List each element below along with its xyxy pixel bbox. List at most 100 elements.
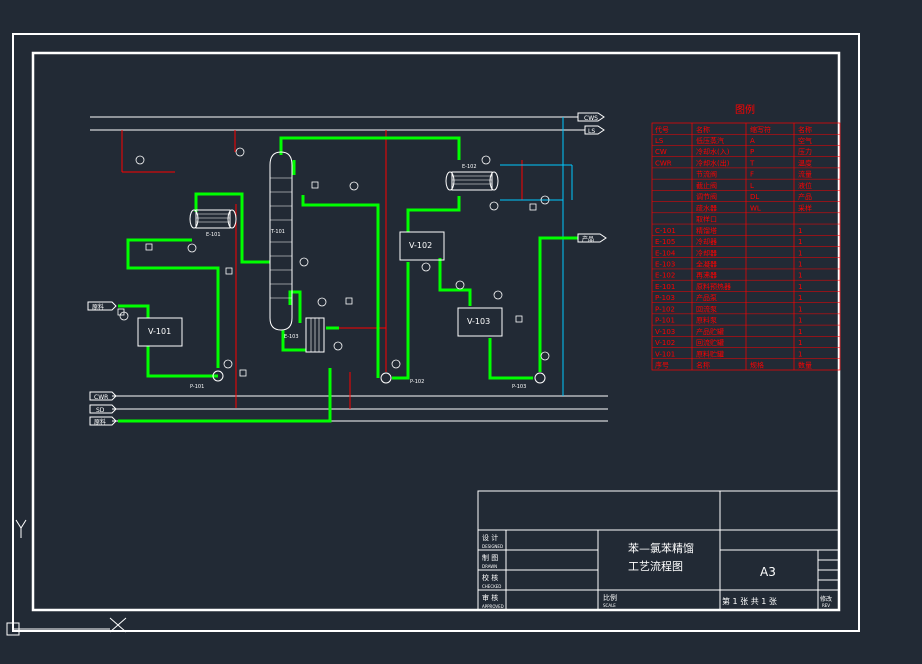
svg-text:CWS: CWS xyxy=(584,115,598,122)
legend-cell: 代号 xyxy=(655,125,669,134)
legend-cell: DL xyxy=(750,193,759,201)
svg-text:校 核: 校 核 xyxy=(482,573,498,582)
legend-cell: 1 xyxy=(798,294,802,302)
legend-cell: 全凝器 xyxy=(696,259,717,268)
legend-cell: 1 xyxy=(798,272,802,280)
svg-text:产品: 产品 xyxy=(582,235,594,243)
sheet-number: 第 1 张 共 1 张 xyxy=(722,596,777,606)
drawing-title-line2: 工艺流程图 xyxy=(628,559,683,573)
svg-text:SD: SD xyxy=(96,407,105,414)
svg-text:比例: 比例 xyxy=(603,593,617,602)
legend-cell: 空气 xyxy=(798,136,812,145)
legend-cell: 冷却水(入) xyxy=(696,147,730,156)
legend-cell: E-101 xyxy=(655,283,675,291)
utility-tag-sd: SD xyxy=(89,404,117,414)
legend-cell: 1 xyxy=(798,328,802,336)
utility-bottom-lines xyxy=(112,395,608,422)
product-tag: 产品 xyxy=(577,233,607,243)
svg-text:原料: 原料 xyxy=(94,418,106,426)
legend-cell: 再沸器 xyxy=(696,271,717,280)
svg-text:V-101: V-101 xyxy=(148,327,171,336)
legend-cell: 产品泵 xyxy=(696,293,717,302)
legend-cell: 冷却水(出) xyxy=(696,158,730,167)
outer-frame xyxy=(12,33,860,632)
legend-cell: 1 xyxy=(798,339,802,347)
column-tag: T-101 xyxy=(270,229,285,235)
legend-cell: 名称 xyxy=(696,125,710,134)
legend-cell: A xyxy=(750,137,755,145)
sheet-size: A3 xyxy=(760,565,776,579)
inner-frame xyxy=(31,51,841,612)
utility-tag-cwr: CWR xyxy=(89,391,117,401)
legend-cell: P xyxy=(750,148,754,156)
title-block xyxy=(477,490,840,611)
ucs-icon xyxy=(6,519,127,636)
feed-tag: 原料 xyxy=(87,301,117,311)
legend-cell: 低压蒸汽 xyxy=(696,136,724,145)
legend-cell: 回流贮罐 xyxy=(696,338,724,347)
legend-cell: 数量 xyxy=(798,361,812,370)
svg-text:SCALE: SCALE xyxy=(603,603,616,608)
legend-cell: 疏水器 xyxy=(696,203,717,212)
vessel-v101: V-101 xyxy=(137,317,183,347)
legend-cell: LS xyxy=(655,137,664,145)
reboiler-e103: E-103 xyxy=(284,317,325,353)
legend-cell: 1 xyxy=(798,283,802,291)
legend-cell: 1 xyxy=(798,317,802,325)
legend-cell: 调节阀 xyxy=(696,192,717,201)
svg-text:原料: 原料 xyxy=(92,303,104,311)
legend-cell: 序号 xyxy=(655,361,669,370)
legend-cell: V-102 xyxy=(655,339,675,347)
legend-cell: 回流泵 xyxy=(696,304,717,313)
svg-text:制 图: 制 图 xyxy=(482,553,498,562)
legend-cell: E-102 xyxy=(655,272,675,280)
legend-cell: E-104 xyxy=(655,249,676,257)
legend-title: 图例 xyxy=(735,103,755,116)
legend-cell: L xyxy=(750,182,754,190)
condenser-e102: E-102 xyxy=(445,164,499,191)
process-lines xyxy=(118,136,578,423)
svg-text:CHECKED: CHECKED xyxy=(482,584,501,589)
legend-cell: 名称 xyxy=(798,125,812,134)
svg-text:审 核: 审 核 xyxy=(482,593,498,602)
drawing-title-line1: 苯—氯苯精馏 xyxy=(628,541,694,555)
legend-cell: 截止阀 xyxy=(696,181,717,190)
legend-cell: 产品贮罐 xyxy=(696,327,724,336)
svg-text:修改: 修改 xyxy=(820,595,832,603)
pump-p103: P-103 xyxy=(512,372,546,390)
legend-cell: 产品 xyxy=(798,192,812,201)
legend-cell: 取样口 xyxy=(696,215,717,224)
legend-cell: 名称 xyxy=(696,361,710,370)
legend-cell: CW xyxy=(655,148,667,156)
legend-cell: 冷却器 xyxy=(696,248,717,257)
svg-text:REV: REV xyxy=(822,603,830,608)
legend-cell: 1 xyxy=(798,305,802,313)
instrument-bubbles xyxy=(117,147,550,377)
legend-cell: 1 xyxy=(798,350,802,358)
legend-cell: 原料泵 xyxy=(696,316,717,325)
legend-cell: 1 xyxy=(798,238,802,246)
legend-cell: 节流阀 xyxy=(696,170,717,179)
utility-header-lines xyxy=(90,116,585,131)
legend-cell: V-103 xyxy=(655,328,675,336)
legend-cell: P-101 xyxy=(655,317,675,325)
distillation-column: T-101 xyxy=(269,151,293,331)
legend-cell: 原料预热器 xyxy=(696,282,731,291)
utility-tag-cws: CWS xyxy=(577,112,605,122)
svg-text:V-102: V-102 xyxy=(409,241,432,250)
cooling-water-lines xyxy=(500,117,573,396)
legend-cell: 液位 xyxy=(798,181,812,190)
legend-cell: 缩写符 xyxy=(750,125,771,134)
svg-text:DESIGNED: DESIGNED xyxy=(482,544,503,549)
svg-text:V-103: V-103 xyxy=(467,317,490,326)
exchanger-e101: E-101 xyxy=(189,209,237,238)
legend-cell: 1 xyxy=(798,260,802,268)
svg-text:设 计: 设 计 xyxy=(482,533,498,542)
legend-cell: WL xyxy=(750,204,761,212)
legend-cell: C-101 xyxy=(655,227,676,235)
legend-cell: 温度 xyxy=(798,158,812,167)
legend-cell: 采样 xyxy=(798,203,812,212)
svg-text:E-102: E-102 xyxy=(462,164,477,170)
svg-text:E-103: E-103 xyxy=(284,334,299,340)
